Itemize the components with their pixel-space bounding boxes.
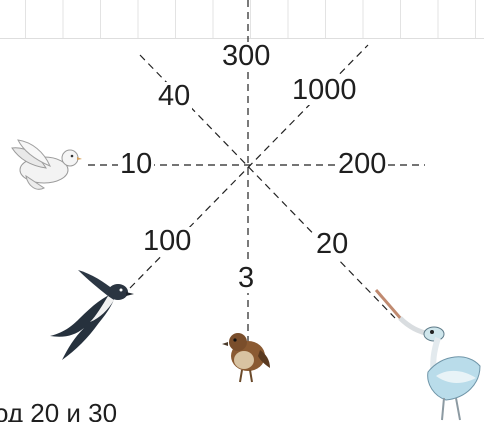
caption-text: од 20 и 30: [0, 400, 117, 422]
label-bottom: 3: [236, 264, 256, 293]
swallow-icon: [44, 266, 140, 362]
label-top-right: 1000: [290, 76, 359, 105]
label-top: 300: [220, 42, 272, 71]
crane-icon: [372, 288, 484, 422]
sparrow-icon: [220, 324, 272, 386]
label-right: 200: [336, 150, 388, 179]
label-bottom-right: 20: [314, 230, 350, 259]
label-bottom-left: 100: [141, 227, 193, 256]
label-top-left: 40: [156, 82, 192, 111]
dove-icon: [4, 136, 82, 196]
label-left: 10: [118, 150, 154, 179]
